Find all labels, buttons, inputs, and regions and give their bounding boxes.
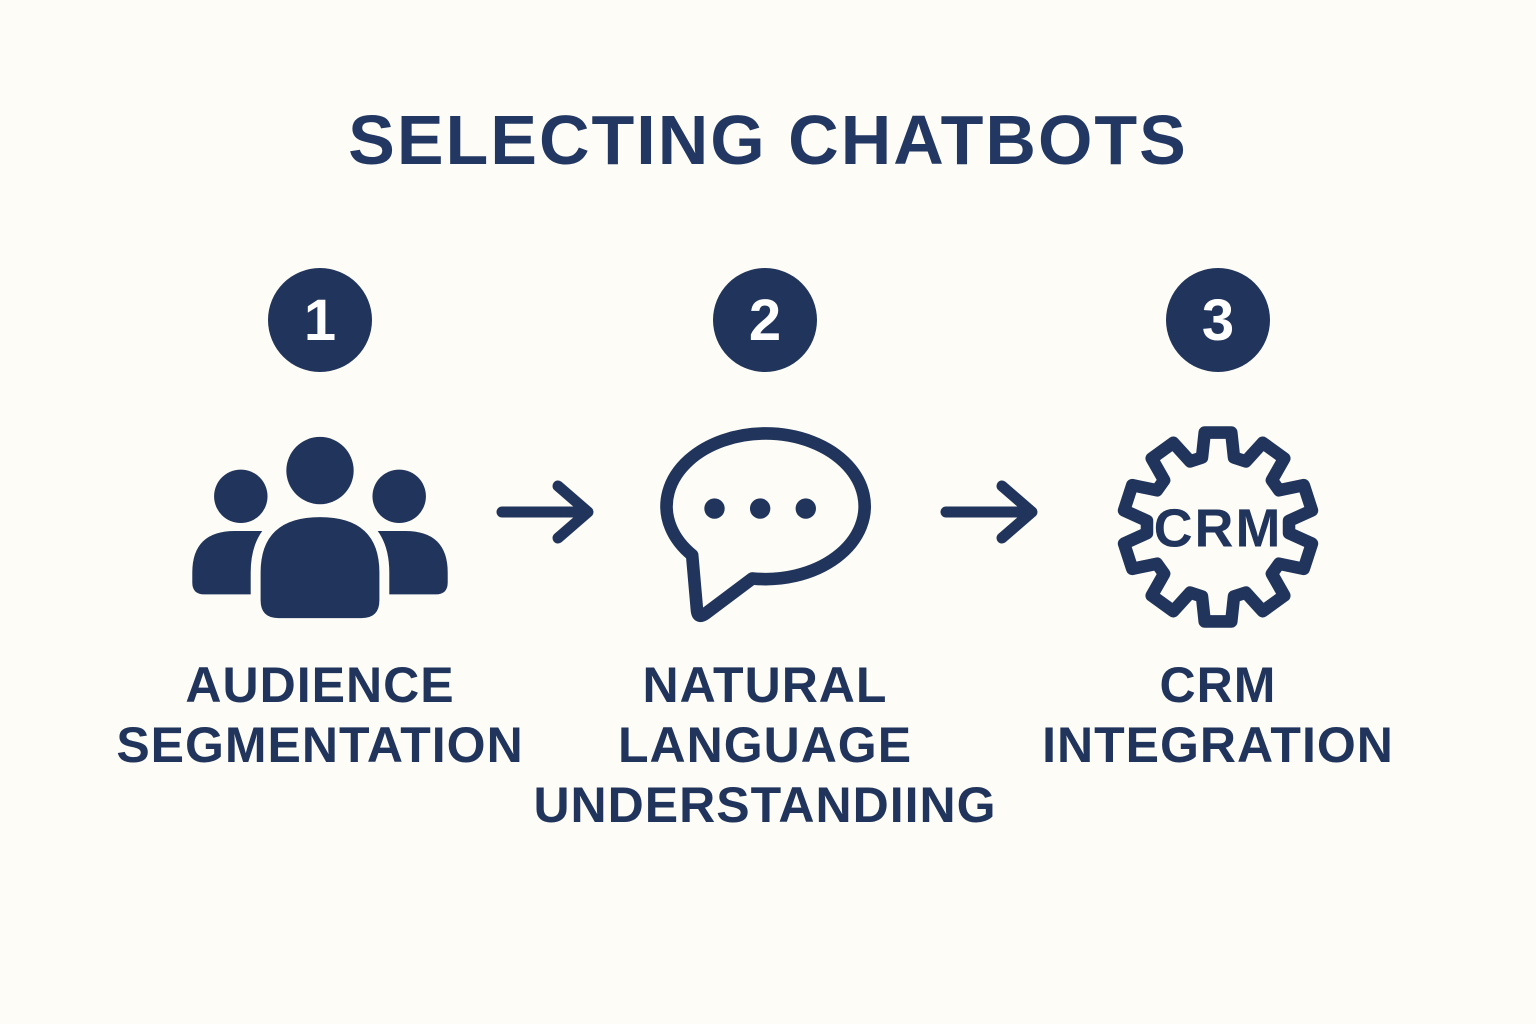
right-arrow-icon <box>496 480 594 544</box>
step-number-badge: 3 <box>1166 268 1270 372</box>
step-label-line: LANGUAGE <box>617 717 913 773</box>
step-label-line: INTEGRATION <box>1042 717 1394 773</box>
step-audience-segmentation: 1 AUDIENCE SEGMENTATION <box>80 268 560 775</box>
step-label: NATURAL LANGUAGE UNDERSTANDIING <box>533 655 996 835</box>
step-label-line: AUDIENCE <box>185 657 455 713</box>
step-label: AUDIENCE SEGMENTATION <box>116 655 523 775</box>
step-label-line: CRM <box>1159 657 1277 713</box>
step-label-line: UNDERSTANDIING <box>533 777 997 833</box>
step-crm-integration: 3 CRM CRM INTEGRATION <box>978 268 1458 775</box>
step-number: 2 <box>748 287 782 353</box>
crm-gear-label: CRM <box>1154 498 1283 558</box>
page-title: SELECTING CHATBOTS <box>348 101 1188 179</box>
audience-group-icon <box>192 436 448 626</box>
step-number: 3 <box>1201 287 1235 353</box>
step-label-line: SEGMENTATION <box>116 717 524 773</box>
crm-gear-icon: CRM <box>1117 425 1319 628</box>
step-label: CRM INTEGRATION <box>1042 655 1394 775</box>
step-number-badge: 2 <box>713 268 817 372</box>
right-arrow-icon <box>940 480 1038 544</box>
step-number: 1 <box>303 287 337 353</box>
step-number-badge: 1 <box>268 268 372 372</box>
step-natural-language-understanding: 2 NATURAL LANGUAGE UNDERSTANDIING <box>525 268 1005 835</box>
step-label-line: NATURAL <box>642 657 888 713</box>
chat-bubble-icon <box>660 426 871 622</box>
